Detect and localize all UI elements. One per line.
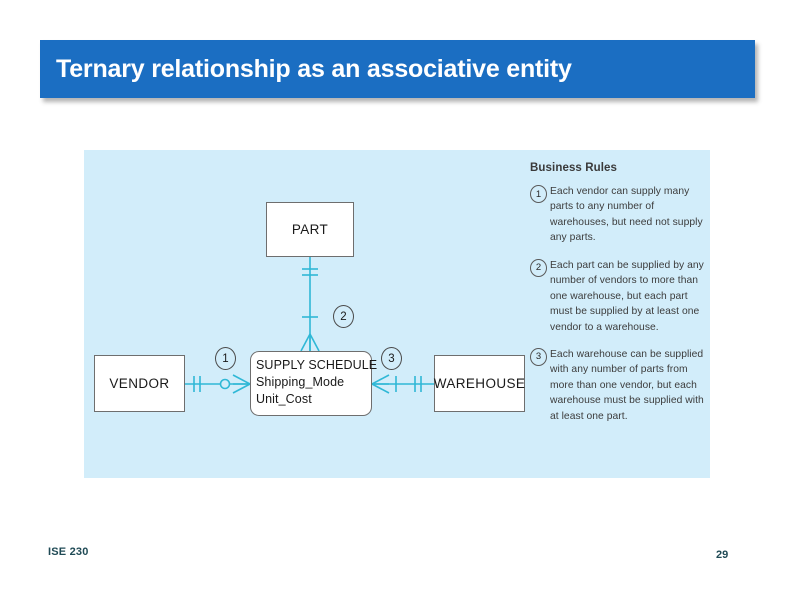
diagram-badge-3: 3 bbox=[381, 347, 402, 370]
er-connector-lines bbox=[185, 257, 434, 394]
business-rules-section: Business Rules 1 Each vendor can supply … bbox=[530, 162, 706, 436]
footer-page-number: 29 bbox=[716, 549, 729, 561]
business-rule-2: 2 Each part can be supplied by any numbe… bbox=[530, 258, 706, 335]
footer-course-code: ISE 230 bbox=[48, 546, 89, 558]
diagram-panel: PART VENDOR WAREHOUSE SUPPLY SCHEDULE Sh… bbox=[84, 150, 710, 478]
page-title: Ternary relationship as an associative e… bbox=[56, 54, 572, 83]
business-rule-2-text: Each part can be supplied by any number … bbox=[550, 259, 704, 333]
business-rule-1: 1 Each vendor can supply many parts to a… bbox=[530, 184, 706, 246]
entity-part-label: PART bbox=[291, 222, 329, 237]
business-rules-heading: Business Rules bbox=[530, 162, 618, 174]
optionality-circle-icon bbox=[219, 378, 231, 390]
business-rule-1-text: Each vendor can supply many parts to any… bbox=[550, 186, 703, 244]
associative-entity-supply-schedule[interactable]: SUPPLY SCHEDULE Shipping_Mode Unit_Cost bbox=[250, 351, 378, 416]
business-rule-3: 3 Each warehouse can be supplied with an… bbox=[530, 347, 706, 424]
diagram-badge-2: 2 bbox=[333, 305, 354, 328]
assoc-entity-attribute-unit-cost: Unit_Cost bbox=[256, 392, 312, 407]
entity-warehouse[interactable]: WAREHOUSE bbox=[434, 355, 525, 412]
assoc-entity-title: SUPPLY SCHEDULE bbox=[256, 358, 378, 372]
entity-part[interactable]: PART bbox=[266, 202, 354, 257]
business-rule-3-text: Each warehouse can be supplied with any … bbox=[550, 348, 704, 422]
diagram-badge-1: 1 bbox=[215, 347, 236, 370]
entity-warehouse-label: WAREHOUSE bbox=[433, 376, 526, 391]
business-rule-3-number: 3 bbox=[530, 347, 547, 366]
business-rule-2-number: 2 bbox=[530, 258, 547, 277]
business-rule-1-number: 1 bbox=[530, 185, 547, 203]
er-diagram: PART VENDOR WAREHOUSE SUPPLY SCHEDULE Sh… bbox=[84, 150, 544, 478]
slide-title-bar: Ternary relationship as an associative e… bbox=[40, 40, 755, 98]
entity-vendor[interactable]: VENDOR bbox=[94, 355, 185, 412]
entity-vendor-label: VENDOR bbox=[109, 376, 170, 391]
assoc-entity-attribute-shipping-mode: Shipping_Mode bbox=[256, 375, 345, 390]
